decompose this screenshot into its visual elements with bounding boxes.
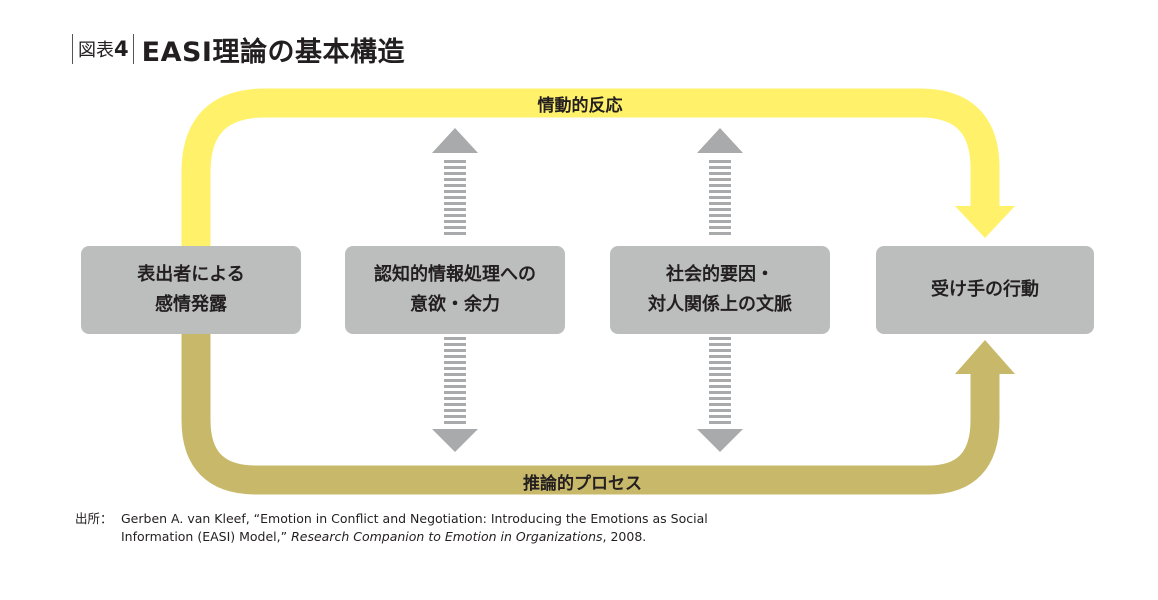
shaft-dash xyxy=(444,367,466,370)
double-arrow-right-lower-dashes xyxy=(709,337,731,424)
double-arrow-left-lower-dashes xyxy=(444,337,466,424)
figure-label-number: 4 xyxy=(114,37,129,61)
shaft-dash xyxy=(444,208,466,211)
shaft-dash xyxy=(444,337,466,340)
receiver-behavior-line-1: 受け手の行動 xyxy=(931,279,1039,300)
shaft-dash xyxy=(709,415,731,418)
double-arrow-right-down-head xyxy=(697,429,743,452)
top-path xyxy=(181,88,1000,262)
shaft-dash xyxy=(709,166,731,169)
shaft-dash xyxy=(709,385,731,388)
source-line-1: Gerben A. van Kleef, “Emotion in Conflic… xyxy=(121,511,708,526)
expresser-emotion-box: 表出者による 感情発露 xyxy=(81,246,301,334)
shaft-dash xyxy=(444,361,466,364)
double-arrow-right-up-head xyxy=(697,128,743,153)
expresser-emotion-line-1: 表出者による xyxy=(137,264,245,285)
shaft-dash xyxy=(444,184,466,187)
shaft-dash xyxy=(709,391,731,394)
shaft-dash xyxy=(709,196,731,199)
cognitive-motivation-line-2: 意欲・余力 xyxy=(410,294,500,315)
double-arrow-left-upper-dashes xyxy=(444,160,466,235)
shaft-dash xyxy=(709,220,731,223)
shaft-dash xyxy=(709,190,731,193)
source-line-2-italic: Research Companion to Emotion in Organiz… xyxy=(291,529,603,544)
shaft-dash xyxy=(709,337,731,340)
social-context-line-1: 社会的要因・ xyxy=(666,264,774,285)
shaft-dash xyxy=(709,373,731,376)
shaft-dash xyxy=(709,403,731,406)
shaft-dash xyxy=(709,202,731,205)
shaft-dash xyxy=(709,409,731,412)
figure-label: 図表4 xyxy=(78,36,129,62)
social-context-box: 社会的要因・ 対人関係上の文脈 xyxy=(610,246,830,334)
shaft-dash xyxy=(444,373,466,376)
shaft-dash xyxy=(709,214,731,217)
receiver-behavior-box: 受け手の行動 xyxy=(876,246,1094,334)
shaft-dash xyxy=(444,220,466,223)
cognitive-motivation-box: 認知的情報処理への 意欲・余力 xyxy=(345,246,565,334)
shaft-dash xyxy=(709,361,731,364)
shaft-dash xyxy=(444,349,466,352)
title-divider-left xyxy=(72,34,73,64)
double-arrow-left-up-head xyxy=(432,128,478,153)
source-citation: 出所： Gerben A. van Kleef, “Emotion in Conf… xyxy=(75,510,708,546)
shaft-dash xyxy=(444,178,466,181)
shaft-dash xyxy=(444,232,466,235)
shaft-dash xyxy=(444,397,466,400)
bottom-arrowhead xyxy=(955,340,1015,374)
shaft-dash xyxy=(444,172,466,175)
shaft-dash xyxy=(444,385,466,388)
shaft-dash xyxy=(709,349,731,352)
double-arrow-left xyxy=(432,128,478,452)
shaft-dash xyxy=(709,184,731,187)
social-context-line-2: 対人関係上の文脈 xyxy=(648,294,792,315)
shaft-dash xyxy=(709,355,731,358)
double-arrow-left-down-head xyxy=(432,429,478,452)
shaft-dash xyxy=(444,226,466,229)
shaft-dash xyxy=(444,403,466,406)
cognitive-motivation-line-1: 認知的情報処理への xyxy=(374,264,536,285)
figure-label-prefix: 図表 xyxy=(78,40,114,61)
shaft-dash xyxy=(444,409,466,412)
shaft-dash xyxy=(444,190,466,193)
shaft-dash xyxy=(709,232,731,235)
shaft-dash xyxy=(444,343,466,346)
shaft-dash xyxy=(444,166,466,169)
shaft-dash xyxy=(444,415,466,418)
shaft-dash xyxy=(444,160,466,163)
shaft-dash xyxy=(709,226,731,229)
shaft-dash xyxy=(444,196,466,199)
double-arrow-right xyxy=(697,128,743,452)
source-prefix: 出所： xyxy=(75,511,113,526)
shaft-dash xyxy=(444,391,466,394)
page-title: EASI理論の基本構造 xyxy=(141,36,405,68)
shaft-dash xyxy=(709,379,731,382)
double-arrow-right-upper-dashes xyxy=(709,160,731,235)
shaft-dash xyxy=(444,202,466,205)
expresser-emotion-line-2: 感情発露 xyxy=(155,294,227,315)
shaft-dash xyxy=(709,343,731,346)
shaft-dash xyxy=(444,214,466,217)
shaft-dash xyxy=(709,178,731,181)
shaft-dash xyxy=(709,421,731,424)
figure-title: 図表4 EASI理論の基本構造 xyxy=(72,30,405,68)
shaft-dash xyxy=(709,367,731,370)
bottom-path-label: 推論的プロセス xyxy=(523,474,642,494)
title-divider-right xyxy=(132,34,134,64)
source-line-2-plain: Information (EASI) Model,” xyxy=(121,529,288,544)
shaft-dash xyxy=(709,208,731,211)
shaft-dash xyxy=(709,172,731,175)
shaft-dash xyxy=(444,355,466,358)
top-path-label: 情動的反応 xyxy=(537,96,623,116)
shaft-dash xyxy=(444,379,466,382)
source-line-2-end: , 2008. xyxy=(602,529,647,544)
bottom-path xyxy=(181,330,1000,495)
shaft-dash xyxy=(709,160,731,163)
top-arrowhead xyxy=(955,206,1015,238)
shaft-dash xyxy=(444,421,466,424)
shaft-dash xyxy=(709,397,731,400)
